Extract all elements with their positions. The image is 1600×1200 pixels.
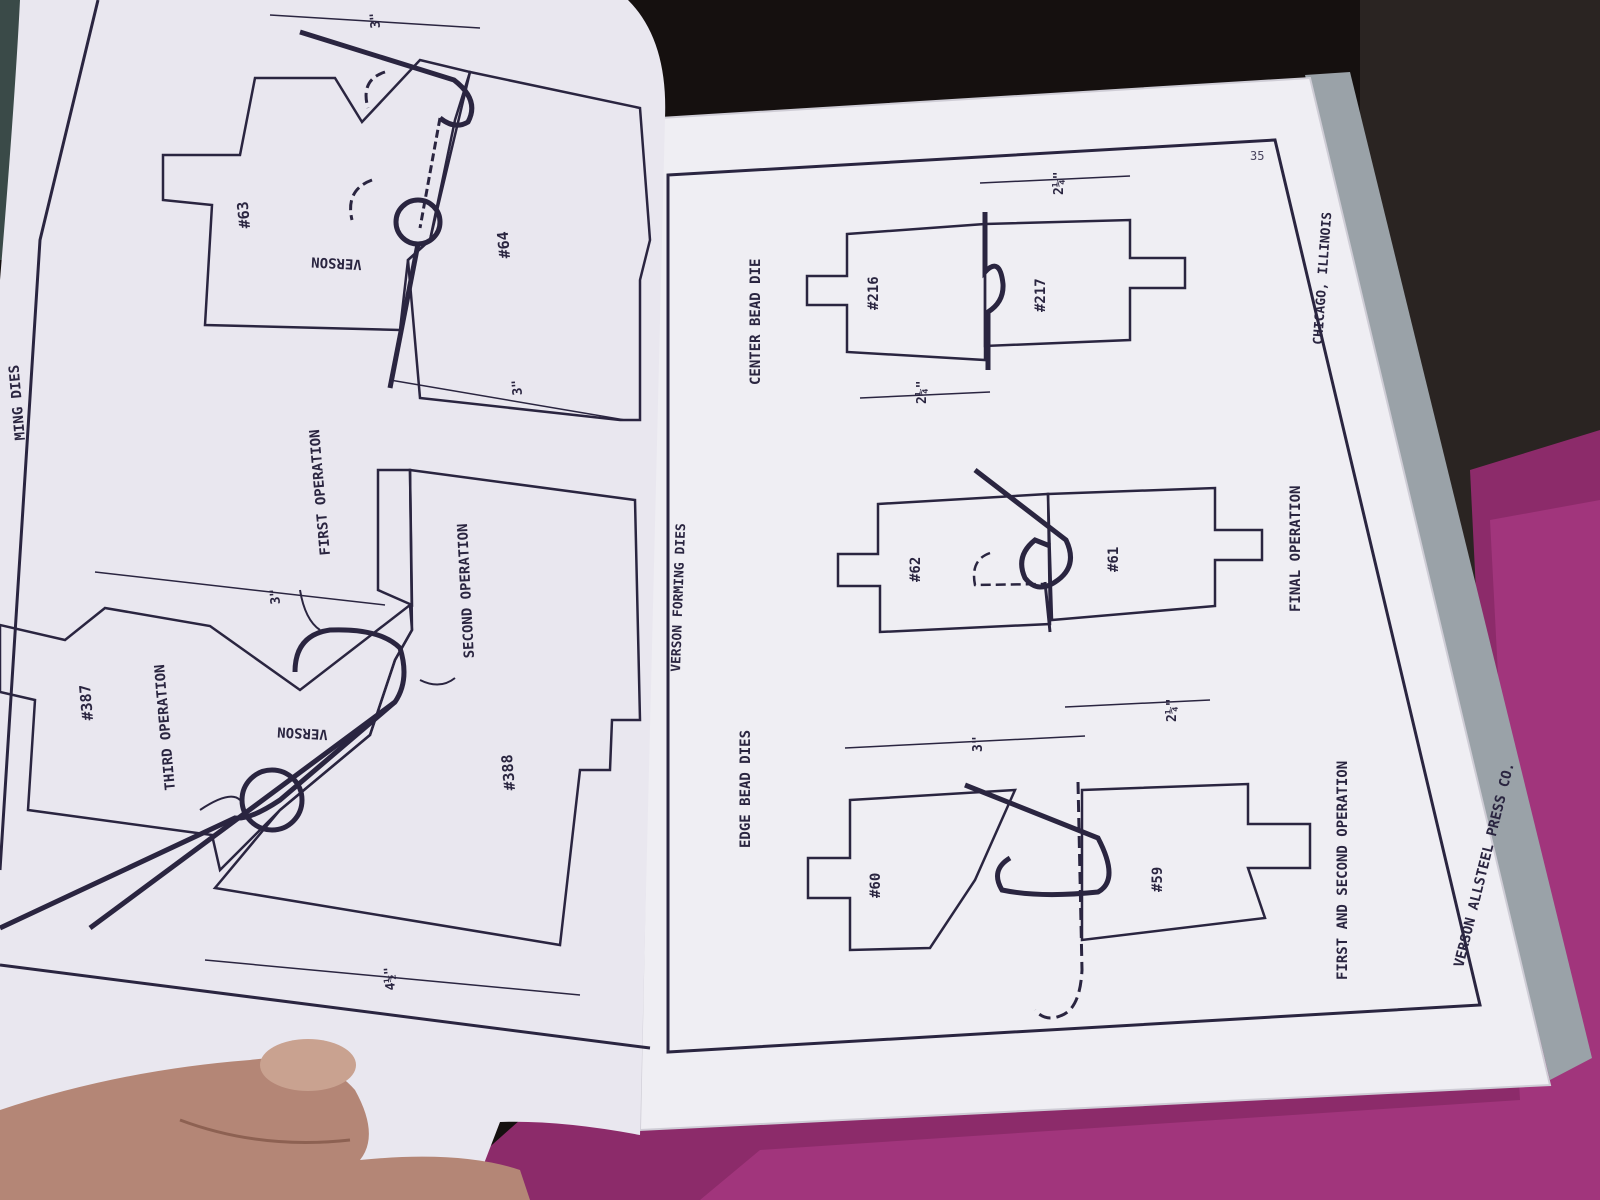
first-second-operation-label: FIRST AND SECOND OPERATION bbox=[1335, 761, 1351, 980]
die-62-label: #62 bbox=[908, 557, 924, 582]
edge-bead-title: EDGE BEAD DIES bbox=[738, 730, 754, 848]
first-second-operation-diagram bbox=[806, 699, 1312, 1020]
edge-dim-upper: 3" bbox=[971, 736, 986, 752]
bottom-dim-upper: 3" bbox=[268, 588, 284, 605]
center-bead-title: CENTER BEAD DIE bbox=[748, 259, 764, 385]
top-dim-top: 3" bbox=[368, 12, 384, 29]
edge-dim-lower: 2¼" bbox=[1165, 699, 1180, 722]
die-59-label: #59 bbox=[1150, 867, 1166, 892]
die-388-label: #388 bbox=[498, 754, 519, 792]
bottom-verson-mark: VERSON bbox=[277, 723, 328, 742]
right-page: 35 #216 #217 2¼" 2¼" CENTER BEAD DIE #62… bbox=[638, 76, 1552, 1132]
die-217-label: #217 bbox=[1033, 278, 1049, 312]
holding-hand bbox=[0, 1039, 530, 1200]
top-verson-mark: VERSON bbox=[311, 253, 362, 272]
page-number: 35 bbox=[1250, 149, 1264, 163]
final-operation-diagram bbox=[836, 468, 1264, 634]
gutter-title: VERSON FORMING DIES bbox=[669, 523, 689, 672]
final-operation-label: FINAL OPERATION bbox=[1288, 486, 1304, 612]
die-216-label: #216 bbox=[866, 276, 882, 310]
top-die-diagram bbox=[161, 14, 652, 422]
left-header-fragment: MING DIES bbox=[6, 364, 29, 441]
left-page-border bbox=[0, 0, 100, 871]
center-bead-diagram bbox=[805, 175, 1187, 399]
die-64-label: #64 bbox=[494, 231, 514, 260]
bottom-die-diagram bbox=[0, 468, 642, 996]
page-stack-edge bbox=[1305, 72, 1592, 1080]
page-border bbox=[666, 138, 1482, 1054]
die-63-label: #63 bbox=[234, 201, 254, 230]
left-page: MING DIES #63 #64 VERSON 3" 3" bbox=[0, 0, 666, 1200]
top-dim-bottom: 3" bbox=[510, 379, 526, 396]
die-61-label: #61 bbox=[1106, 547, 1122, 572]
center-dim-bottom: 2¼" bbox=[915, 381, 930, 404]
die-387-label: #387 bbox=[76, 684, 97, 722]
second-operation-label: SECOND OPERATION bbox=[455, 523, 478, 659]
center-dim-top: 2¼" bbox=[1052, 172, 1067, 195]
bottom-dim-bottom: 4½" bbox=[382, 966, 399, 991]
die-60-label: #60 bbox=[868, 873, 884, 898]
